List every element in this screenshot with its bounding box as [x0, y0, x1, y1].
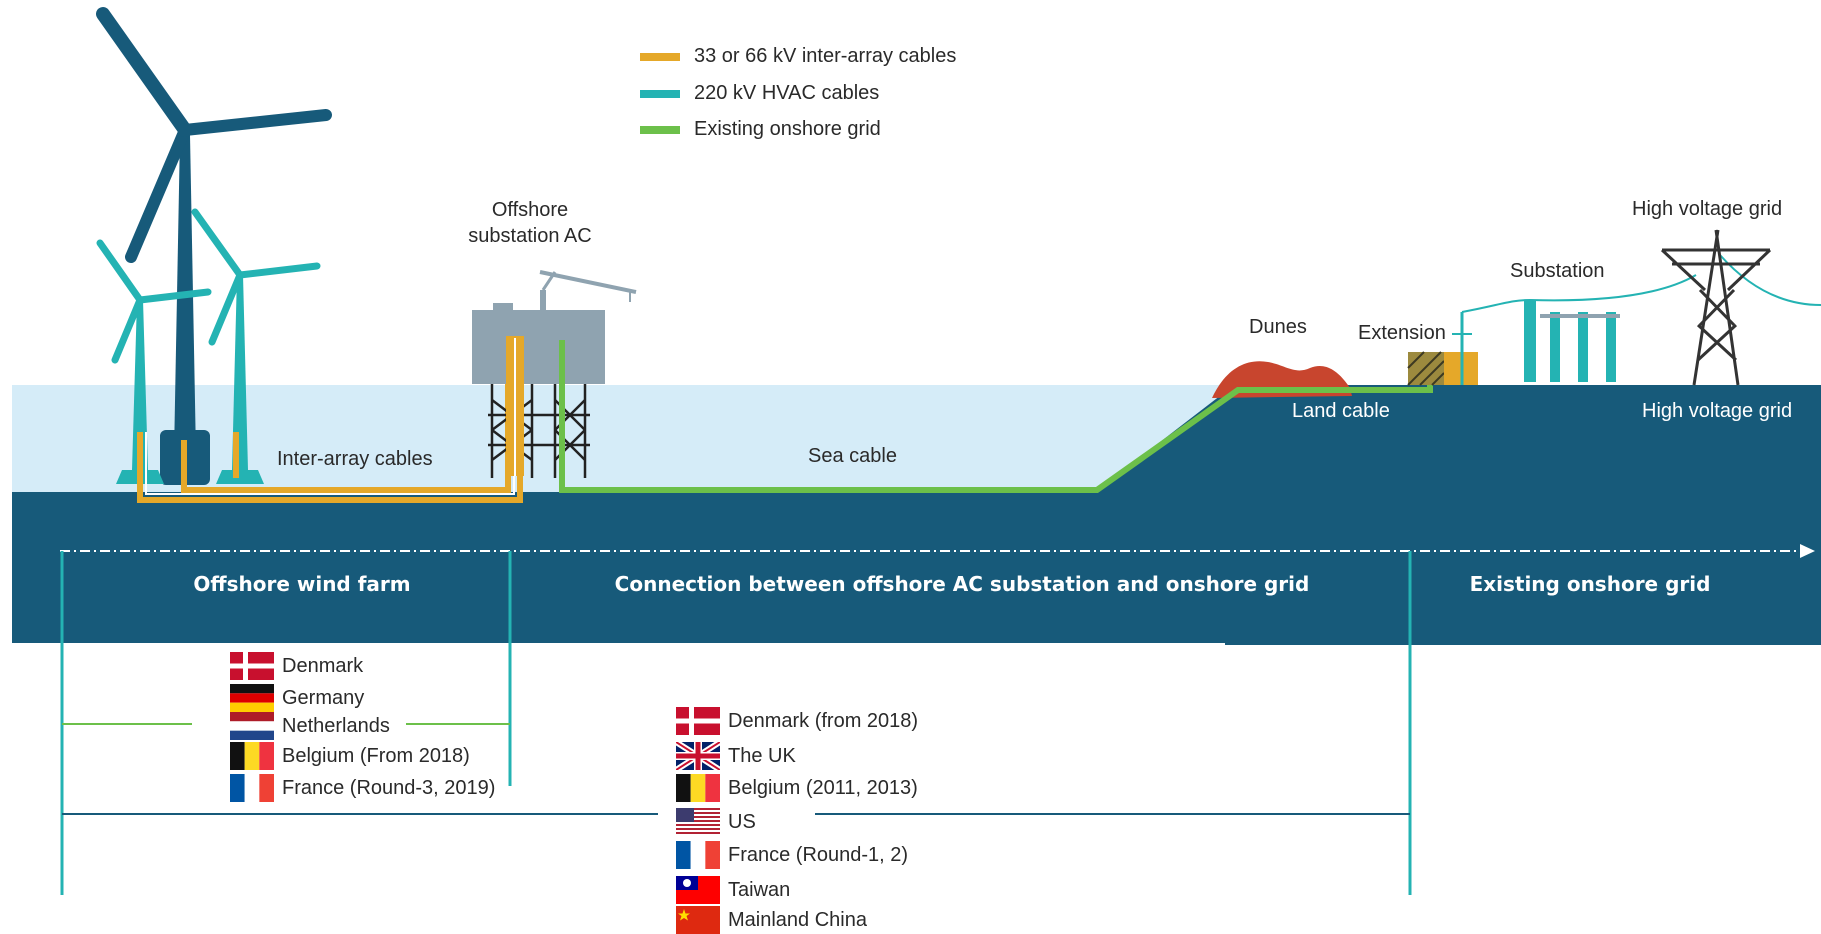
- country-item: Denmark: [230, 652, 363, 680]
- belgium-flag-icon: [230, 742, 274, 770]
- sea-cable: [559, 340, 1433, 493]
- inter-array-label: Inter-array cables: [277, 448, 433, 470]
- dunes-label: Dunes: [1249, 316, 1307, 338]
- country-name: Denmark: [282, 654, 364, 677]
- pylon-icon: [1660, 229, 1772, 386]
- country-name: Taiwan: [728, 878, 791, 901]
- sea-cable-label: Sea cable: [808, 445, 897, 467]
- netherlands-flag-icon: [230, 712, 274, 740]
- small-turbine-right: [191, 208, 321, 484]
- denmark-flag-icon: [676, 707, 720, 735]
- country-name: Netherlands: [282, 714, 390, 737]
- land-cable-label: Land cable: [1292, 400, 1390, 422]
- substation-label: Substation: [1510, 260, 1605, 282]
- germany-flag-icon: [230, 684, 274, 712]
- hv-grid-ground-label: High voltage grid: [1642, 400, 1793, 422]
- country-name: Belgium (2011, 2013): [728, 776, 918, 799]
- section-existing-grid: Existing onshore grid: [1469, 572, 1711, 596]
- denmark-flag-icon: [230, 652, 274, 680]
- legend-label: 220 kV HVAC cables: [694, 82, 880, 104]
- onshore-substation: [1452, 254, 1821, 385]
- us-flag-icon: [676, 808, 720, 836]
- legend-swatch: [640, 125, 680, 134]
- land-mass: [1225, 385, 1821, 645]
- taiwan-flag-icon: [676, 876, 720, 904]
- bracket-lines: [60, 551, 1412, 895]
- country-item: Belgium (From 2018): [230, 742, 470, 770]
- legend-item: 220 kV HVAC cables: [640, 82, 879, 105]
- country-name: US: [728, 810, 756, 833]
- country-item: France (Round-3, 2019): [230, 774, 495, 802]
- country-item: The UK: [676, 742, 796, 770]
- country-item: US: [676, 808, 756, 836]
- country-name: Germany: [282, 686, 365, 709]
- legend-label: Existing onshore grid: [694, 118, 881, 140]
- section-offshore-wind-farm: Offshore wind farm: [193, 572, 411, 596]
- france-flag-icon: [676, 841, 720, 869]
- extension-label: Extension: [1358, 322, 1446, 344]
- country-item: Taiwan: [676, 876, 790, 904]
- france-flag-icon: [230, 774, 274, 802]
- legend-swatch: [640, 89, 680, 98]
- country-item: Mainland China: [676, 906, 867, 934]
- legend-item: 33 or 66 kV inter-array cables: [640, 45, 956, 68]
- country-item: Denmark (from 2018): [676, 707, 918, 735]
- country-name: Denmark (from 2018): [728, 709, 919, 732]
- country-name: Mainland China: [728, 908, 867, 931]
- country-item: Netherlands: [230, 712, 390, 740]
- legend-item: Existing onshore grid: [640, 118, 881, 141]
- axis-arrow: [1800, 544, 1815, 558]
- offshore-substation-label: Offshore substation AC: [468, 199, 592, 247]
- country-item: Germany: [230, 684, 364, 712]
- country-name: Belgium (From 2018): [282, 744, 470, 767]
- extension-box: [1407, 351, 1478, 386]
- country-item: France (Round-1, 2): [676, 841, 908, 869]
- country-name: France (Round-1, 2): [728, 843, 909, 866]
- hv-grid-top-label: High voltage grid: [1632, 198, 1783, 220]
- country-name: The UK: [728, 744, 796, 767]
- china-flag-icon: [676, 906, 720, 934]
- belgium-flag-icon: [676, 774, 720, 802]
- large-turbine: [96, 7, 332, 485]
- country-item: Belgium (2011, 2013): [676, 774, 918, 802]
- legend-label: 33 or 66 kV inter-array cables: [694, 45, 957, 67]
- legend-swatch: [640, 52, 680, 61]
- uk-flag-icon: [676, 742, 720, 770]
- country-name: France (Round-3, 2019): [282, 776, 496, 799]
- section-connection: Connection between offshore AC substatio…: [614, 572, 1310, 596]
